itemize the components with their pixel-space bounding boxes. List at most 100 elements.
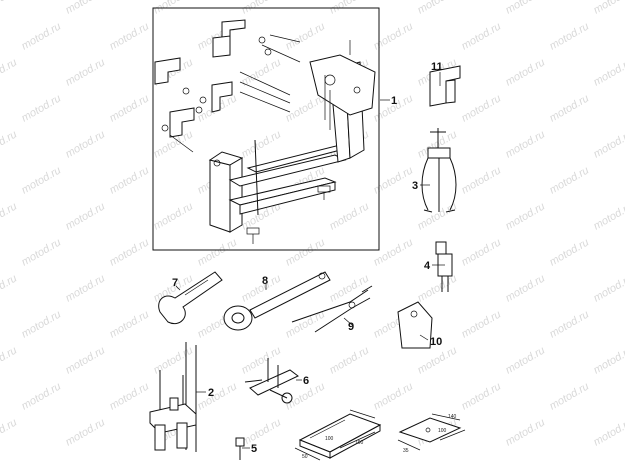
watermark-text: motod.ru: [548, 92, 592, 124]
watermark-text: motod.ru: [196, 380, 240, 412]
bearing-puller: [149, 342, 197, 452]
watermark-text: motod.ru: [240, 56, 284, 88]
holding-plate: [397, 301, 433, 349]
bracket-tool: [429, 65, 461, 107]
watermark-text: motod.ru: [460, 308, 504, 340]
watermark-text: motod.ru: [64, 56, 108, 88]
watermark-text: motod.ru: [108, 380, 152, 412]
watermark-text: motod.ru: [460, 164, 504, 196]
watermark-text: motod.ru: [64, 272, 108, 304]
callout-8: 8: [262, 275, 268, 287]
watermark-text: motod.ru: [152, 200, 196, 232]
watermark-text: motod.ru: [328, 272, 372, 304]
stand-assembly: [154, 19, 376, 244]
watermark-text: motod.ru: [20, 92, 64, 124]
watermark-text: motod.ru: [0, 200, 19, 232]
watermark-text: motod.ru: [0, 272, 19, 304]
watermark-text: motod.ru: [328, 200, 372, 232]
watermark-text: motod.ru: [504, 272, 548, 304]
watermark-text: motod.ru: [592, 56, 625, 88]
watermark-text: motod.ru: [504, 200, 548, 232]
watermark-text: motod.ru: [548, 236, 592, 268]
callout-4: 4: [424, 260, 431, 272]
watermark-text: motod.ru: [64, 416, 108, 448]
watermark-text: motod.ru: [64, 200, 108, 232]
gear-puller: [421, 128, 457, 213]
watermark-text: motod.ru: [0, 128, 19, 160]
watermark-text: motod.ru: [504, 56, 548, 88]
watermark-text: motod.ru: [108, 20, 152, 52]
watermark-text: motod.ru: [64, 128, 108, 160]
watermark-text: motod.ru: [548, 164, 592, 196]
hook-spanner: [223, 271, 331, 331]
watermark-text: motod.ru: [504, 344, 548, 376]
dimension-plate-a: [294, 409, 382, 461]
watermark-text: motod.ru: [592, 344, 625, 376]
watermark-text: motod.ru: [152, 344, 196, 376]
callout-1: 1: [391, 95, 397, 107]
crankshaft-holder: [244, 358, 299, 404]
watermark-text: motod.ru: [20, 236, 64, 268]
pin-spanner: [158, 271, 223, 324]
watermark-text: motod.ru: [0, 416, 19, 448]
watermark-text: motod.ru: [548, 308, 592, 340]
leader-lines: [175, 72, 445, 449]
watermark-text: motod.ru: [460, 380, 504, 412]
watermark-text: motod.ru: [284, 20, 328, 52]
watermark-text: motod.ru: [372, 380, 416, 412]
kit-frame-border: [152, 7, 380, 251]
watermark-text: motod.ru: [416, 0, 460, 17]
watermark-text: motod.ru: [592, 0, 625, 17]
callout-7: 7: [172, 277, 178, 289]
callout-10: 10: [430, 336, 442, 348]
watermark-text: motod.ru: [0, 0, 19, 17]
small-bolt: [235, 437, 245, 460]
dim-b-1: 35: [403, 448, 409, 454]
dimension-plate-b: [397, 413, 466, 451]
dim-b-3: 140: [448, 414, 457, 420]
circlip-pliers: [291, 285, 373, 333]
watermark-text: motod.ru: [108, 92, 152, 124]
watermark-text: motod.ru: [460, 92, 504, 124]
dim-a-2: 100: [325, 436, 334, 442]
watermark-text: motod.ru: [328, 344, 372, 376]
watermark-text: motod.ru: [592, 128, 625, 160]
watermark-text: motod.ru: [592, 200, 625, 232]
watermark-text: motod.ru: [372, 236, 416, 268]
watermark-text: motod.ru: [0, 56, 19, 88]
watermark-text: motod.ru: [592, 272, 625, 304]
dimension-labels: 50 100 190 35 100 140: [302, 414, 457, 460]
callout-2: 2: [208, 387, 214, 399]
watermark-text: motod.ru: [504, 416, 548, 448]
watermark-text: motod.ru: [20, 20, 64, 52]
callout-6: 6: [303, 375, 309, 387]
callout-11: 11: [431, 61, 443, 73]
watermark-text: motod.ru: [504, 128, 548, 160]
watermark-text: motod.ru: [592, 416, 625, 448]
callout-3: 3: [412, 180, 418, 192]
watermark-text: motod.ru: [0, 344, 19, 376]
watermark-text: motod.ru: [240, 128, 284, 160]
watermark-text: motod.ru: [548, 20, 592, 52]
watermark-text: motod.ru: [20, 164, 64, 196]
watermark-text: motod.ru: [504, 0, 548, 17]
watermark-text: motod.ru: [240, 416, 284, 448]
watermark-text: motod.ru: [416, 344, 460, 376]
watermark-text: motod.ru: [108, 236, 152, 268]
dim-b-2: 100: [438, 428, 447, 434]
watermark-text: motod.ru: [284, 308, 328, 340]
dim-a-3: 190: [355, 440, 364, 446]
watermark-text: motod.ru: [20, 308, 64, 340]
watermark-text: motod.ru: [108, 164, 152, 196]
watermark-text: motod.ru: [240, 344, 284, 376]
dim-a-1: 50: [302, 454, 308, 460]
watermark-text: motod.ru: [284, 236, 328, 268]
watermark-text: motod.ru: [64, 344, 108, 376]
callout-9: 9: [348, 321, 354, 333]
watermark-text: motod.ru: [548, 380, 592, 412]
watermark-text: motod.ru: [64, 0, 108, 17]
watermark-text: motod.ru: [108, 308, 152, 340]
watermark-text: motod.ru: [416, 272, 460, 304]
watermark-text: motod.ru: [460, 20, 504, 52]
